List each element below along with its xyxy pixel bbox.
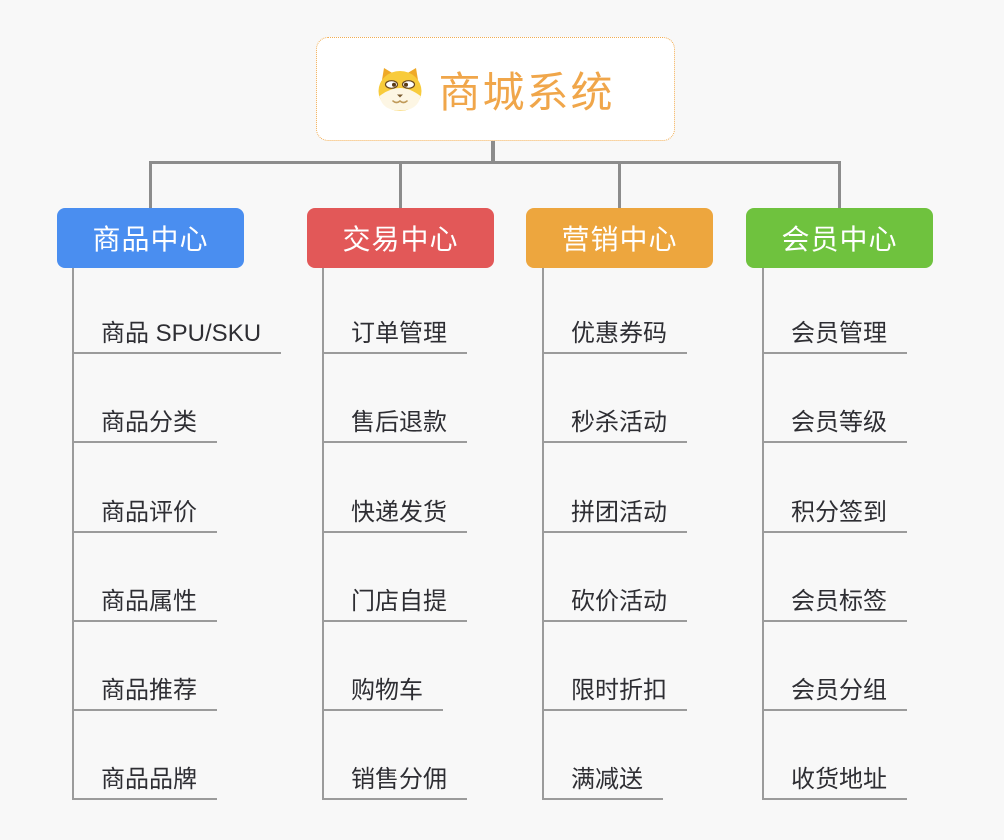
leaf-item[interactable]: 会员等级 <box>762 411 907 443</box>
leaf-item[interactable]: 门店自提 <box>322 590 467 622</box>
leaf-item[interactable]: 商品属性 <box>72 590 217 622</box>
leaf-rail <box>762 268 764 800</box>
branch-label: 交易中心 <box>342 224 459 255</box>
branch-node-marketing-center[interactable]: 营销中心 <box>526 208 713 268</box>
leaf-rail <box>72 268 74 800</box>
leaf-rail <box>322 268 324 800</box>
leaf-item[interactable]: 快递发货 <box>322 501 467 533</box>
leaf-item[interactable]: 会员管理 <box>762 322 907 354</box>
branch-node-trade-center[interactable]: 交易中心 <box>307 208 494 268</box>
branch-node-product-center[interactable]: 商品中心 <box>57 208 244 268</box>
leaf-item[interactable]: 积分签到 <box>762 501 907 533</box>
root-title: 商城系统 <box>438 68 615 116</box>
leaf-item[interactable]: 拼团活动 <box>542 501 687 533</box>
leaf-item[interactable]: 优惠券码 <box>542 322 687 354</box>
leaf-item[interactable]: 砍价活动 <box>542 590 687 622</box>
leaf-item[interactable]: 订单管理 <box>322 322 467 354</box>
branch-node-member-center[interactable]: 会员中心 <box>746 208 933 268</box>
leaf-item[interactable]: 会员标签 <box>762 590 907 622</box>
connector-stub <box>838 161 841 211</box>
connector-root-drop <box>491 141 495 163</box>
leaf-item[interactable]: 售后退款 <box>322 411 467 443</box>
branch-label: 会员中心 <box>781 224 898 255</box>
root-node[interactable]: 商城系统 <box>316 37 675 141</box>
leaf-item[interactable]: 秒杀活动 <box>542 411 687 443</box>
leaf-item[interactable]: 商品分类 <box>72 411 217 443</box>
leaf-item[interactable]: 商品品牌 <box>72 768 217 800</box>
dog-face-icon <box>378 68 422 111</box>
leaf-item[interactable]: 商品 SPU/SKU <box>72 322 282 354</box>
branch-label: 商品中心 <box>92 224 209 255</box>
leaf-item[interactable]: 购物车 <box>322 679 443 711</box>
leaf-rail <box>542 268 544 800</box>
leaf-item[interactable]: 会员分组 <box>762 679 907 711</box>
leaf-item[interactable]: 收货地址 <box>762 768 907 800</box>
connector-stub <box>618 161 621 211</box>
leaf-item[interactable]: 销售分佣 <box>322 768 467 800</box>
connector-bus <box>149 161 841 164</box>
connector-stub <box>149 161 152 211</box>
leaf-item[interactable]: 商品评价 <box>72 501 217 533</box>
leaf-item[interactable]: 满减送 <box>542 768 663 800</box>
leaf-item[interactable]: 商品推荐 <box>72 679 217 711</box>
connector-stub <box>399 161 402 211</box>
branch-label: 营销中心 <box>561 224 678 255</box>
leaf-item[interactable]: 限时折扣 <box>542 679 687 711</box>
